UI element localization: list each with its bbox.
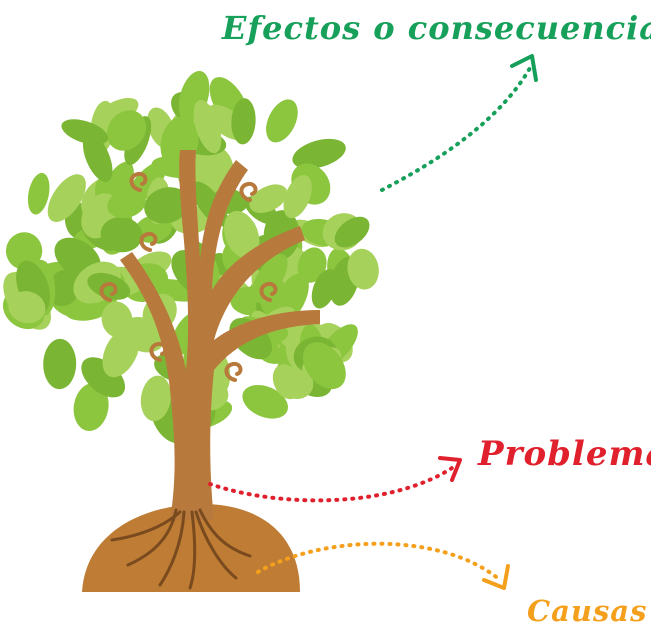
branch-curl (239, 181, 258, 202)
leaf (144, 187, 190, 224)
dotted-arrow-icon (208, 466, 454, 503)
soil-mound (82, 503, 300, 592)
dotted-arrow-icon (256, 541, 502, 582)
leaf (302, 342, 346, 390)
leaf (231, 98, 256, 145)
label-problem: Problema (478, 434, 651, 474)
leaf (347, 248, 379, 290)
leaf (249, 184, 288, 213)
leaf (87, 272, 131, 300)
leaf (283, 174, 312, 219)
arrow-head-causes (482, 564, 510, 590)
leaf (47, 269, 81, 307)
leaf (297, 247, 327, 283)
branch-curl (259, 281, 278, 302)
leaf (47, 174, 86, 222)
leaf (5, 232, 43, 270)
leaf (92, 97, 139, 130)
leaf (193, 99, 222, 154)
leaf (334, 216, 370, 248)
leaf (140, 375, 171, 422)
label-causes: Causas (527, 594, 648, 628)
leaf (61, 119, 109, 145)
leaf (107, 189, 146, 219)
branch-curl (139, 231, 158, 252)
arrow-head-effects (510, 54, 538, 82)
leaf (73, 383, 109, 431)
leaf (266, 99, 298, 143)
label-effects: Efectos o consecuencias (222, 9, 651, 47)
arrow-head-problem (438, 456, 462, 482)
leaf (43, 338, 77, 390)
tree-trunk (120, 150, 320, 520)
dotted-arrow-icon (380, 66, 532, 192)
branch-curl (129, 171, 148, 192)
leaf (27, 172, 50, 215)
leaf (106, 110, 147, 151)
leaf (100, 216, 143, 253)
leaf (311, 269, 338, 309)
branch-curl (99, 281, 118, 302)
leaf (8, 291, 46, 324)
tree-roots (110, 508, 252, 590)
branch-curl (224, 361, 243, 382)
leaf (272, 364, 301, 400)
leaf (292, 138, 346, 169)
leaf (242, 384, 288, 419)
leaf (224, 210, 260, 259)
leaf (82, 133, 113, 182)
leaf (102, 327, 140, 378)
